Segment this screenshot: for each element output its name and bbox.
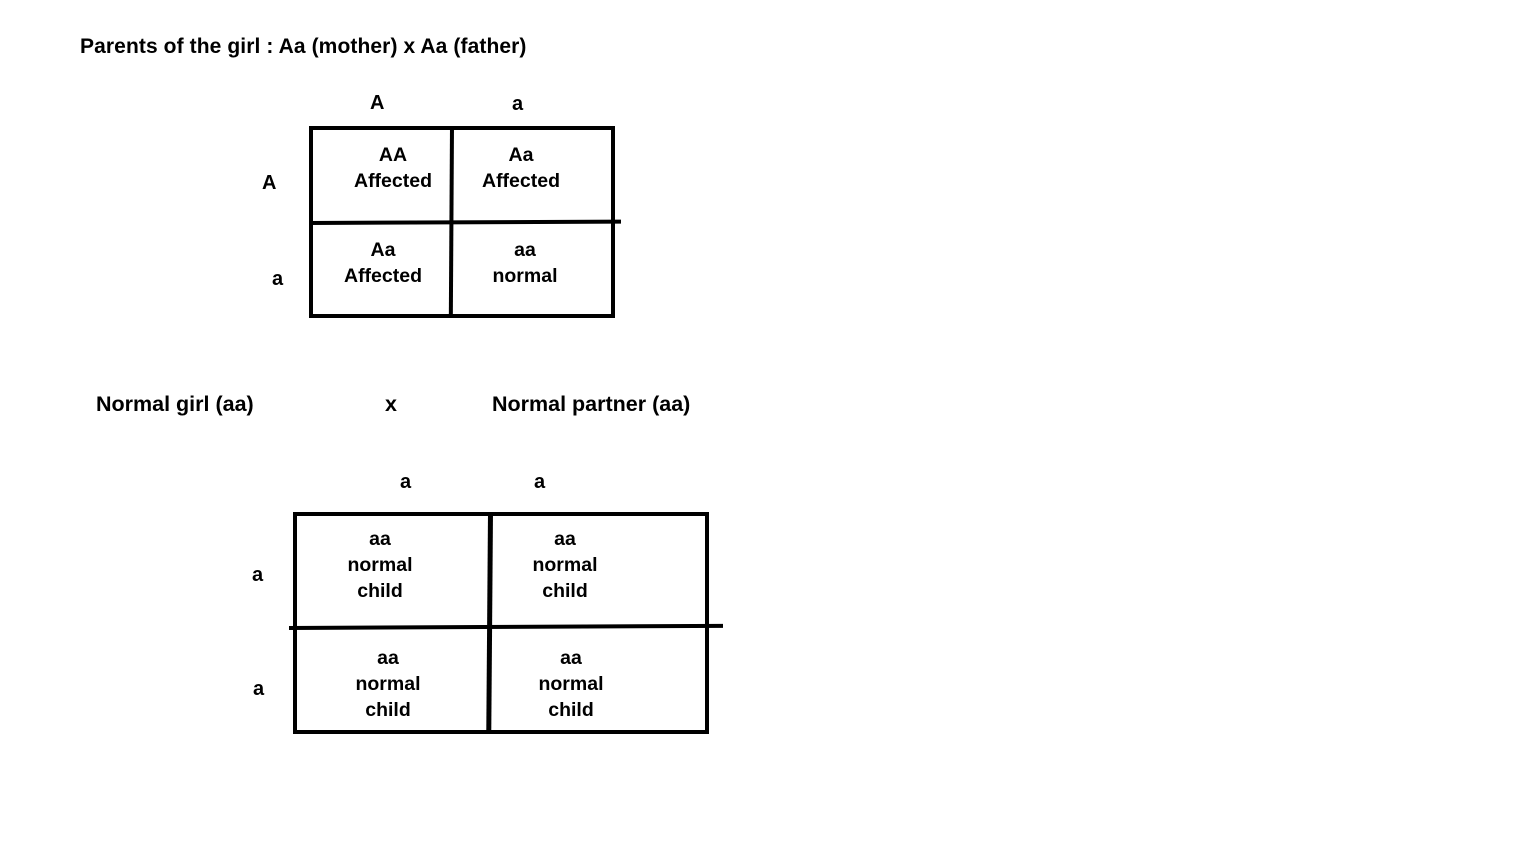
punnett-cell: aa normal child [310, 527, 450, 605]
cell-phenotype: normal [355, 672, 421, 695]
cell-phenotype: normal [347, 553, 413, 576]
cell-genotype: aa [514, 239, 536, 261]
column-label-1: A [370, 92, 385, 114]
cell-phenotype: normal [492, 264, 558, 287]
cross-parent-left: Normal girl (aa) [96, 392, 254, 416]
cell-phenotype: Affected [353, 169, 432, 192]
cell-genotype: AA [378, 144, 408, 166]
cell-phenotype: normal [532, 553, 598, 576]
row-label-2: a [272, 268, 284, 290]
punnett-cell: AA Affected [330, 143, 456, 195]
cell-genotype: Aa [370, 239, 396, 261]
row-label-1: A [262, 172, 277, 194]
column-label-2: a [512, 93, 524, 115]
punnett-cell: aa normal child [495, 527, 635, 605]
cell-phenotype: Affected [343, 264, 422, 287]
cell-phenotype: normal [538, 672, 604, 695]
cell-genotype: aa [560, 647, 582, 669]
cross-parent-right: Normal partner (aa) [492, 392, 691, 416]
cell-genotype: Aa [508, 144, 534, 166]
cross-symbol: x [385, 392, 397, 416]
cell-genotype: aa [377, 647, 399, 669]
row-label-1: a [252, 564, 264, 586]
page-title: Parents of the girl : Aa (mother) x Aa (… [80, 35, 527, 58]
punnett-cell: Aa Affected [320, 238, 446, 290]
row-label-2: a [253, 678, 265, 700]
punnett-cell: Aa Affected [461, 143, 581, 195]
column-label-1: a [400, 471, 412, 493]
punnett-cell: aa normal child [318, 646, 458, 724]
cell-note: child [365, 698, 411, 721]
punnett-cell: aa normal [465, 238, 585, 290]
cell-genotype: aa [369, 528, 391, 550]
punnett-cell: aa normal child [501, 646, 641, 724]
cell-phenotype: Affected [481, 169, 560, 192]
punnett-grid-frame [293, 512, 709, 734]
cell-note: child [357, 579, 403, 602]
cell-note: child [548, 698, 594, 721]
column-label-2: a [534, 471, 546, 493]
cell-note: child [542, 579, 588, 602]
cell-genotype: aa [554, 528, 576, 550]
